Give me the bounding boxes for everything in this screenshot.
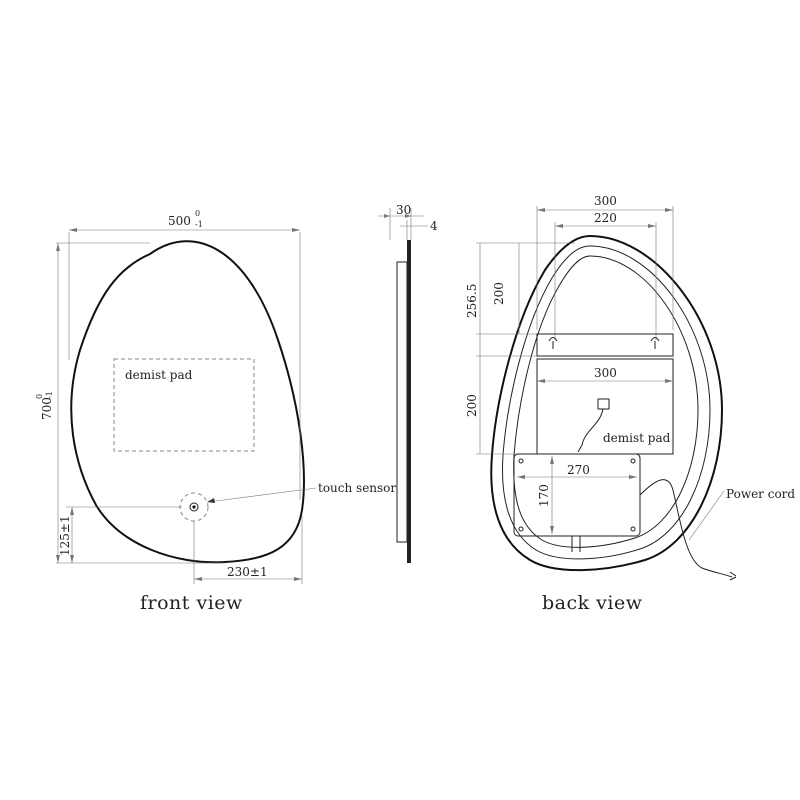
front-width-value: 500 (168, 214, 191, 228)
box-screw-2 (630, 458, 636, 464)
front-width-arrow-right (292, 228, 300, 232)
sensor-height-arrow-bottom (70, 555, 74, 563)
back-demist-wire (577, 408, 604, 453)
box-screw-3 (518, 526, 524, 532)
back-box-height-arrow-bottom (550, 526, 554, 534)
back-led-connector (571, 536, 581, 552)
back-top-inner-arrow-right (648, 224, 656, 228)
front-width-tol-upper: 0 (195, 209, 200, 218)
front-demist-pad (113, 358, 255, 452)
front-demist-label: demist pad (125, 368, 193, 382)
side-view: 30 4 (378, 203, 438, 563)
back-power-cord-end (729, 571, 737, 581)
front-width-arrow-left (69, 228, 77, 232)
back-bracket-hook-right (650, 337, 660, 349)
touch-sensor-dot (192, 505, 196, 509)
back-bracket-hook-left (548, 337, 558, 349)
back-box-width-value: 270 (567, 463, 590, 477)
back-top-outer-value: 300 (594, 194, 617, 208)
back-mirror-outer (490, 234, 724, 572)
back-box-height-value: 170 (537, 484, 551, 507)
front-height-arrow-bottom (56, 555, 60, 563)
side-depth-value: 30 (396, 203, 411, 217)
side-glass-value: 4 (430, 219, 438, 233)
back-led-strip-outer (502, 245, 711, 560)
front-view-caption: front view (140, 592, 243, 614)
front-height-arrow-top (56, 243, 60, 251)
front-width-tol-lower: -1 (195, 220, 203, 229)
side-depth-arrow-right (405, 214, 411, 218)
back-top-inner-value: 220 (594, 211, 617, 225)
back-top-inner-arrow-left (555, 224, 563, 228)
back-box-height-arrow-top (550, 456, 554, 464)
side-depth-arrow-left (384, 214, 390, 218)
back-led-strip-inner (513, 255, 699, 548)
power-cord-leader (688, 490, 725, 541)
back-box-width-arrow-right (629, 475, 637, 479)
touch-sensor-leader (207, 487, 317, 503)
back-power-cord (639, 479, 733, 578)
side-frame (396, 261, 408, 543)
sensor-offset-arrow-right (294, 577, 302, 581)
back-pad-width-arrow-right (665, 379, 673, 383)
back-pad-width-arrow-left (537, 379, 545, 383)
box-screw-1 (518, 458, 524, 464)
sensor-height-arrow-top (70, 507, 74, 515)
back-hanging-bracket (536, 333, 674, 357)
back-demist-label: demist pad (603, 431, 671, 445)
front-view: 500 0 -1 700 0 -1 demist pad touch senso… (35, 209, 396, 614)
box-screw-4 (630, 526, 636, 532)
front-height-tol-upper: 0 (35, 394, 44, 399)
back-demist-connector (597, 398, 610, 410)
front-mirror-outline (70, 240, 305, 564)
side-glass (407, 240, 411, 563)
touch-sensor-label: touch sensor (318, 481, 396, 495)
back-pad-width-value: 300 (594, 366, 617, 380)
front-height-tol-lower: -1 (45, 391, 54, 399)
back-left-bracket-value: 200 (492, 282, 506, 305)
touch-sensor-ring (189, 502, 199, 512)
back-view: 300 220 256.5 200 200 300 demist pad (465, 194, 795, 614)
back-left-pad-value: 200 (465, 394, 479, 417)
back-top-outer-arrow-left (537, 208, 545, 212)
power-cord-label: Power cord (726, 487, 795, 501)
back-box-width-arrow-left (517, 475, 525, 479)
sensor-offset-value: 230±1 (227, 565, 268, 579)
back-top-outer-arrow-right (665, 208, 673, 212)
sensor-offset-arrow-left (194, 577, 202, 581)
back-left-total-value: 256.5 (465, 284, 479, 318)
touch-sensor-arrow (207, 498, 215, 503)
front-height-value: 700 (40, 397, 54, 420)
sensor-height-value: 125±1 (58, 515, 72, 556)
back-view-caption: back view (542, 592, 643, 614)
